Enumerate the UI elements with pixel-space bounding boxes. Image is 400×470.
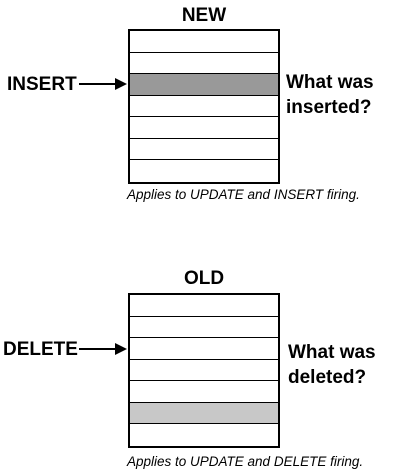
deleted-question-line1: What was xyxy=(288,342,376,363)
table-row xyxy=(130,160,278,182)
table-row xyxy=(130,117,278,139)
table-row xyxy=(130,317,278,338)
delete-label: DELETE xyxy=(3,339,78,360)
new-caption: Applies to UPDATE and INSERT firing. xyxy=(127,187,360,202)
table-row xyxy=(130,96,278,117)
new-table-title: NEW xyxy=(181,5,227,26)
table-row xyxy=(130,424,278,446)
table-row xyxy=(130,338,278,360)
delete-arrow-icon xyxy=(79,343,127,355)
table-row xyxy=(130,295,278,317)
old-table xyxy=(128,293,280,448)
table-row xyxy=(130,360,278,381)
old-caption: Applies to UPDATE and DELETE firing. xyxy=(127,454,364,469)
insert-arrow-icon xyxy=(79,78,127,90)
deleted-question-line2: deleted? xyxy=(288,367,367,388)
table-row xyxy=(130,139,278,160)
deleted-question: What was deleted? xyxy=(288,340,376,390)
table-row xyxy=(130,381,278,403)
inserted-row xyxy=(130,74,278,96)
inserted-question-line2: inserted? xyxy=(286,97,372,118)
old-table-title: OLD xyxy=(183,268,225,289)
insert-label: INSERT xyxy=(7,74,77,95)
inserted-question: What was inserted? xyxy=(286,70,374,120)
table-row xyxy=(130,31,278,53)
deleted-row xyxy=(130,402,278,424)
table-row xyxy=(130,53,278,74)
new-table xyxy=(128,29,280,184)
inserted-question-line1: What was xyxy=(286,72,374,93)
